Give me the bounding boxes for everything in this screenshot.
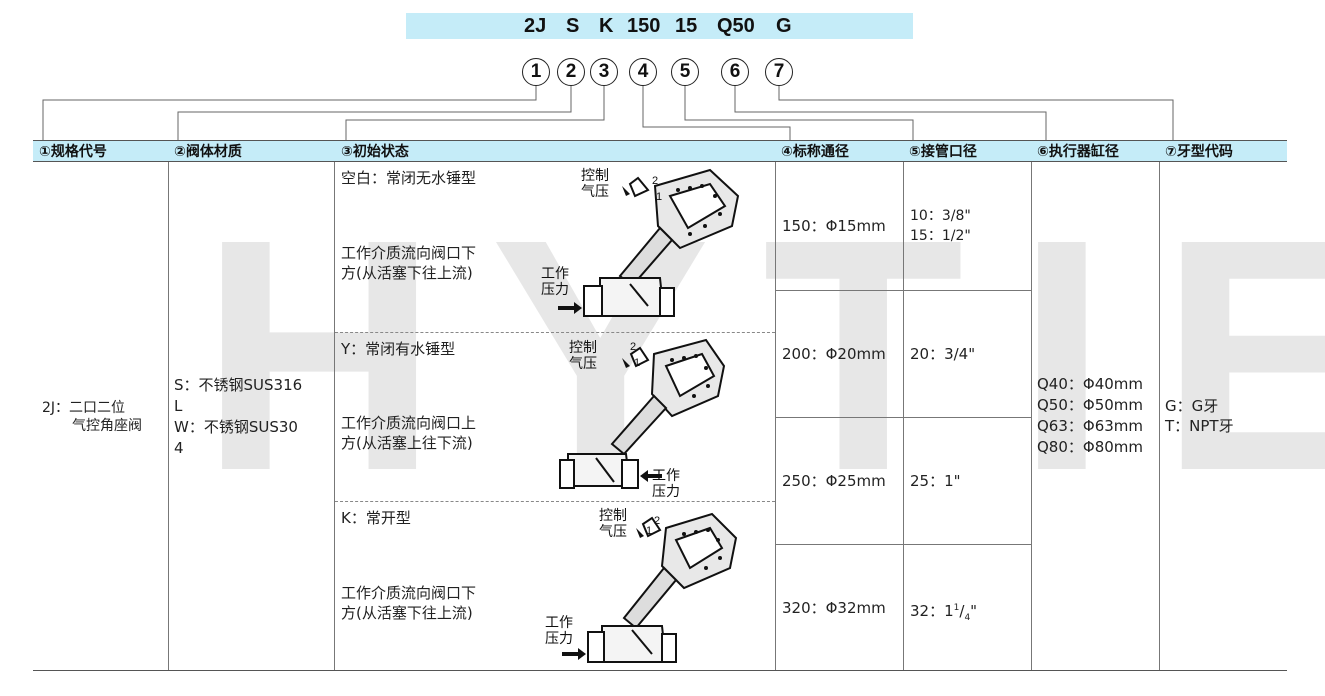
control-air-label: 控制 [569,340,597,356]
cylinder-value: Q80：Φ80mm [1037,438,1144,456]
code-segment-pipe: 15 [675,15,698,37]
pipe-value: 10：3/8" [910,208,971,224]
material-line: L [174,397,183,415]
table-bottom-rule [33,670,1287,671]
model-code-bar [406,13,913,39]
code-segment-spec: 2J [524,15,547,37]
thread-value: T：NPT牙 [1165,417,1234,435]
control-air-label: 气压 [569,356,597,372]
material-line: W：不锈钢SUS30 [174,418,298,436]
svg-text:1: 1 [646,525,652,537]
work-pressure-label: 压力 [545,631,573,647]
code-segment-cylinder: Q50 [717,15,755,37]
grid-line [775,290,1031,291]
state-desc: 工作介质流向阀口下 [341,584,477,602]
state-desc: 工作介质流向阀口下 [341,244,477,262]
code-segment-nominal: 150 [627,15,661,37]
grid-line [334,162,335,670]
state-title: Y：常闭有水锤型 [341,340,456,358]
cylinder-value: Q50：Φ50mm [1037,396,1144,414]
pipe-value: 25：1" [910,472,961,490]
work-pressure-label: 工作 [541,266,569,282]
marker-1: 1 [522,58,550,86]
thread-value: G：G牙 [1165,397,1219,415]
spec-line: 气控角座阀 [72,418,142,434]
state-title: 空白：常闭无水锤型 [341,169,477,187]
marker-4: 4 [629,58,657,86]
angle-seat-valve-icon: 2 1 [558,168,740,317]
nominal-value: 150：Φ15mm [782,217,886,235]
state-title: K：常开型 [341,509,411,527]
control-air-label: 控制 [599,508,627,524]
grid-line [775,544,1031,545]
cylinder-value: Q63：Φ63mm [1037,417,1144,435]
marker-6: 6 [721,58,749,86]
nominal-value: 320：Φ32mm [782,599,886,617]
state-desc: 工作介质流向阀口上 [341,414,477,432]
svg-text:1: 1 [656,191,662,203]
svg-text:2: 2 [630,341,636,353]
svg-text:1: 1 [634,357,640,369]
control-air-label: 气压 [599,524,627,540]
header-material: ②阀体材质 [168,140,335,162]
marker-7: 7 [765,58,793,86]
control-air-label: 气压 [581,184,609,200]
nominal-value: 200：Φ20mm [782,345,886,363]
pipe-value: 32：11/4" [910,602,978,623]
header-state: ③初始状态 [335,140,775,162]
nominal-value: 250：Φ25mm [782,472,886,490]
svg-text:2: 2 [652,175,658,187]
connector-lines [42,86,1174,142]
grid-line [775,162,776,670]
material-line: 4 [174,439,184,457]
grid-line [903,162,904,670]
grid-line [168,162,169,670]
grid-line [1031,162,1032,670]
pipe-value: 15：1/2" [910,228,971,244]
header-cylinder: ⑥执行器缸径 [1031,140,1159,162]
code-segment-material: S [566,15,580,37]
svg-text:2: 2 [654,515,660,527]
code-segment-thread: G [776,15,792,37]
work-pressure-label: 压力 [652,484,680,500]
header-nominal: ④标称通径 [775,140,903,162]
angle-seat-valve-icon: 2 1 [559,338,726,489]
material-line: S：不锈钢SUS316 [174,376,303,394]
state-divider [335,332,775,333]
state-desc: 方(从活塞下往上流) [341,264,473,282]
angle-seat-valve-icon: 2 1 [562,512,738,663]
header-pipe: ⑤接管口径 [903,140,1031,162]
grid-line [1159,162,1160,670]
marker-2: 2 [557,58,585,86]
header-spec: ①规格代号 [33,140,168,162]
work-pressure-label: 压力 [541,282,569,298]
cylinder-value: Q40：Φ40mm [1037,375,1144,393]
code-segment-state: K [599,15,614,37]
spec-line: 2J：二口二位 [42,400,126,416]
work-pressure-label: 工作 [652,468,680,484]
marker-3: 3 [590,58,618,86]
grid-line [775,417,1031,418]
state-desc: 方(从活塞下往上流) [341,604,473,622]
pipe-value: 20：3/4" [910,345,976,363]
control-air-label: 控制 [581,168,609,184]
marker-5: 5 [671,58,699,86]
state-desc: 方(从活塞上往下流) [341,434,473,452]
work-pressure-label: 工作 [545,615,573,631]
header-thread: ⑦牙型代码 [1159,140,1287,162]
state-divider [335,501,775,502]
